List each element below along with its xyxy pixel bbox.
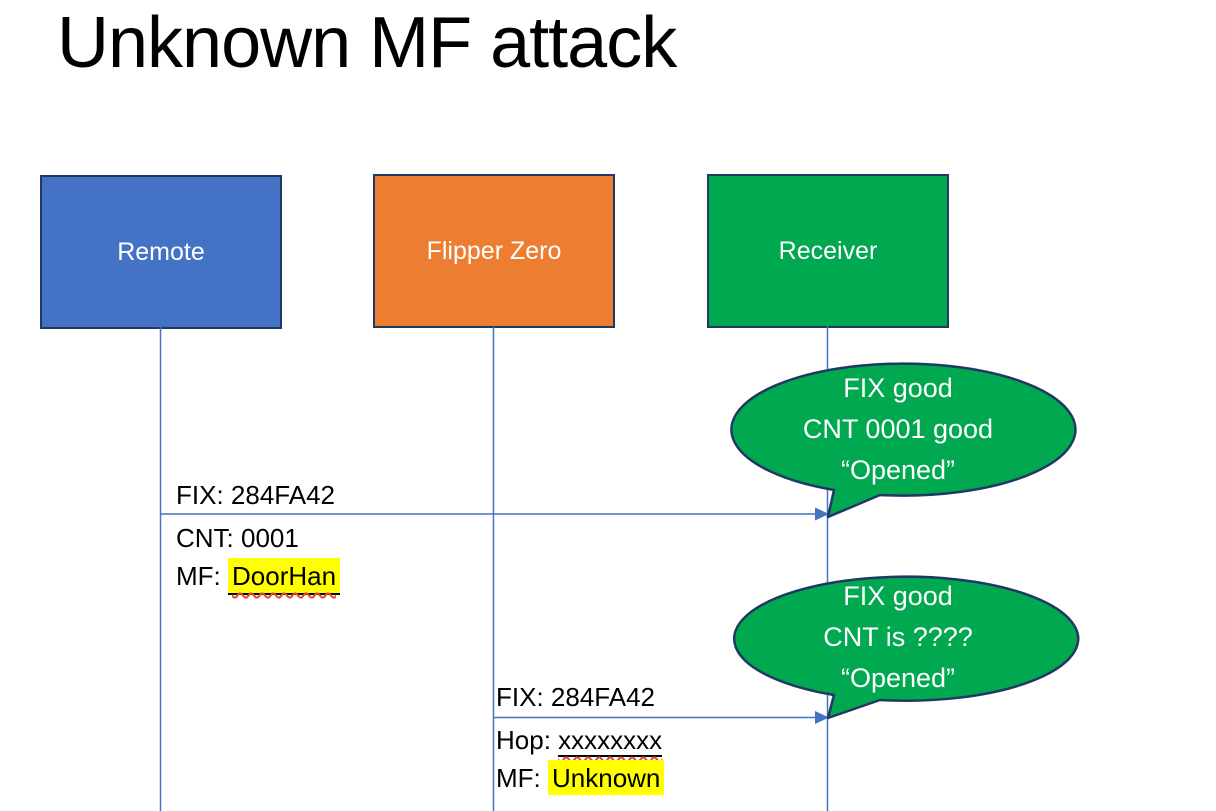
message-2-mf-prefix: MF: [496,763,548,793]
actor-box-receiver: Receiver [707,174,949,328]
message-1-cnt-value: CNT: 0001 [176,523,299,553]
actor-label-remote: Remote [117,237,205,266]
message-arrow-2-head [815,711,829,724]
callout-1-line-2: CNT 0001 good [802,413,994,444]
message-2-hop-value-underlined: xxxxxxxx [558,725,663,757]
callout-2-line-3: “Opened” [840,662,956,693]
message-1-text-above: FIX: 284FA42 [176,477,335,514]
message-2-mf-value-highlighted: Unknown [548,760,665,795]
callout-bubble-2 [732,575,1080,720]
slide-title: Unknown MF attack [57,3,677,83]
callout-2-line-1: FIX good [843,580,953,611]
callout-1-line-3: “Opened” [840,454,956,485]
actor-label-flipper-zero: Flipper Zero [426,236,562,265]
message-2-hop-prefix: Hop: [496,725,559,755]
callout-2-line-2: CNT is ???? [823,621,973,652]
actor-label-receiver: Receiver [778,236,878,265]
callout-1-line-1: FIX good [843,372,953,403]
message-2-mf-row: MF: Unknown [496,759,665,797]
message-1-fix-value: FIX: 284FA42 [176,480,335,510]
message-1-mf-value-highlighted: DoorHan [228,558,341,595]
message-1-mf-prefix: MF: [176,561,228,591]
message-1-text-below: CNT: 0001 MF: DoorHan [176,519,341,595]
actor-box-remote: Remote [40,175,282,329]
message-2-hop-row: Hop: xxxxxxxx [496,721,664,759]
message-1-mf-row: MF: DoorHan [176,557,341,595]
message-2-text-above: FIX: 284FA42 [496,679,655,716]
callout-bubble-1 [730,362,1077,519]
callout-2-text: FIX good CNT is ???? “Opened” [726,576,1070,698]
message-2-fix-value: FIX: 284FA42 [496,682,655,712]
message-arrow-1-head [815,507,829,521]
actor-box-flipper-zero: Flipper Zero [373,174,615,328]
callout-1-text: FIX good CNT 0001 good “Opened” [726,365,1070,493]
message-2-text-below: Hop: xxxxxxxx MF: Unknown [496,721,665,797]
